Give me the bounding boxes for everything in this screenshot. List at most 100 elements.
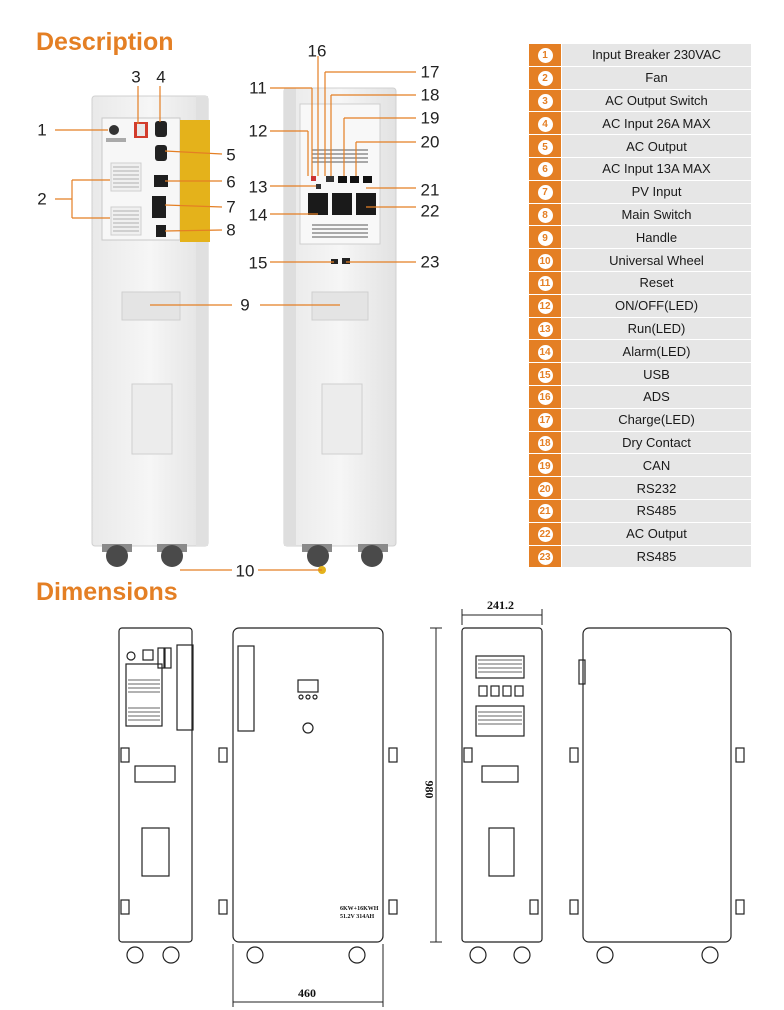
- legend-number-cell: 17: [528, 407, 562, 432]
- legend-label: ADS: [561, 384, 752, 409]
- legend-label: Fan: [561, 65, 752, 90]
- legend-number-cell: 9: [528, 225, 562, 250]
- legend-row: 23 RS485: [528, 544, 752, 569]
- legend-row: 3 AC Output Switch: [528, 88, 752, 113]
- legend-label: Handle: [561, 225, 752, 250]
- legend-number-cell: 13: [528, 316, 562, 341]
- callout-20: 20: [420, 132, 440, 152]
- legend-number: 15: [537, 367, 553, 383]
- callout-15: 15: [248, 253, 268, 273]
- rear-plain-view-drawing: [569, 627, 745, 964]
- legend-number: 16: [537, 390, 553, 406]
- legend-row: 21 RS485: [528, 498, 752, 523]
- dimension-lines: [232, 609, 543, 1007]
- front-label-line1: 6KW+16KWH: [340, 906, 379, 912]
- legend-number-cell: 14: [528, 339, 562, 364]
- legend-number: 9: [537, 230, 553, 246]
- callout-10: 10: [235, 561, 255, 581]
- callout-23: 23: [420, 252, 440, 272]
- legend-row: 17 Charge(LED): [528, 407, 752, 432]
- legend-row: 8 Main Switch: [528, 202, 752, 227]
- height-dimension-label: 980: [422, 780, 437, 799]
- legend-number-cell: 8: [528, 202, 562, 227]
- legend-number: 6: [537, 162, 553, 178]
- legend-number: 21: [537, 504, 553, 520]
- legend-number-cell: 23: [528, 544, 562, 569]
- legend-row: 9 Handle: [528, 225, 752, 250]
- callout-4: 4: [156, 67, 166, 87]
- legend-number-cell: 6: [528, 156, 562, 181]
- legend-number: 13: [537, 321, 553, 337]
- back-view-drawing: [118, 627, 194, 964]
- legend-label: AC Output: [561, 134, 752, 158]
- legend-label: Main Switch: [561, 202, 752, 227]
- legend-label: AC Output: [561, 521, 752, 546]
- legend-row: 16 ADS: [528, 384, 752, 409]
- legend-number: 2: [537, 71, 553, 87]
- legend-label: AC Input 13A MAX: [561, 156, 752, 181]
- callout-8: 8: [226, 220, 236, 240]
- legend-number-cell: 19: [528, 453, 562, 478]
- legend-label: Reset: [561, 270, 752, 295]
- callout-7: 7: [226, 197, 236, 217]
- legend-number: 18: [537, 435, 553, 451]
- legend-row: 5 AC Output: [528, 134, 752, 158]
- callout-16: 16: [307, 41, 327, 61]
- legend-row: 2 Fan: [528, 65, 752, 90]
- front-label-line2: 51.2V 314AH: [340, 914, 375, 920]
- description-heading: Description: [36, 28, 174, 56]
- legend-label: AC Input 26A MAX: [561, 111, 752, 136]
- legend-number: 17: [537, 413, 553, 429]
- legend-label: Run(LED): [561, 316, 752, 341]
- legend-number: 1: [537, 48, 553, 64]
- legend-label: RS485: [561, 498, 752, 523]
- legend-row: 22 AC Output: [528, 521, 752, 546]
- callout-6: 6: [226, 172, 236, 192]
- legend-number: 4: [537, 116, 553, 132]
- legend-label: RS485: [561, 544, 752, 569]
- callout-19: 19: [420, 108, 440, 128]
- legend-number-cell: 11: [528, 270, 562, 295]
- legend-number-cell: 4: [528, 111, 562, 136]
- legend-number: 12: [537, 299, 553, 315]
- legend-label: PV Input: [561, 179, 752, 204]
- callout-21: 21: [420, 180, 440, 200]
- legend-row: 13 Run(LED): [528, 316, 752, 341]
- callout-leaders: [55, 56, 416, 571]
- callout-14: 14: [248, 205, 268, 225]
- legend-row: 4 AC Input 26A MAX: [528, 111, 752, 136]
- legend-number-cell: 5: [528, 134, 562, 158]
- legend-label: Alarm(LED): [561, 339, 752, 364]
- legend-label: Charge(LED): [561, 407, 752, 432]
- legend-number: 20: [537, 481, 553, 497]
- legend-label: AC Output Switch: [561, 88, 752, 113]
- callout-17: 17: [420, 62, 440, 82]
- front-view-drawing: [218, 627, 398, 964]
- legend-number: 8: [537, 207, 553, 223]
- legend-number-cell: 12: [528, 293, 562, 318]
- legend-number-cell: 18: [528, 430, 562, 455]
- legend-number: 5: [537, 139, 553, 155]
- legend-number-cell: 16: [528, 384, 562, 409]
- callout-3: 3: [131, 67, 141, 87]
- callout-13: 13: [248, 177, 268, 197]
- legend-row: 6 AC Input 13A MAX: [528, 156, 752, 181]
- legend-number-cell: 21: [528, 498, 562, 523]
- callout-1: 1: [37, 120, 47, 140]
- legend-number: 3: [537, 93, 553, 109]
- legend-number: 22: [537, 527, 553, 543]
- callout-18: 18: [420, 85, 440, 105]
- depth-dimension-label: 241.2: [487, 598, 514, 612]
- legend-number: 23: [537, 549, 553, 565]
- legend-label: Universal Wheel: [561, 248, 752, 272]
- callout-9: 9: [240, 295, 250, 315]
- legend-number: 19: [537, 458, 553, 474]
